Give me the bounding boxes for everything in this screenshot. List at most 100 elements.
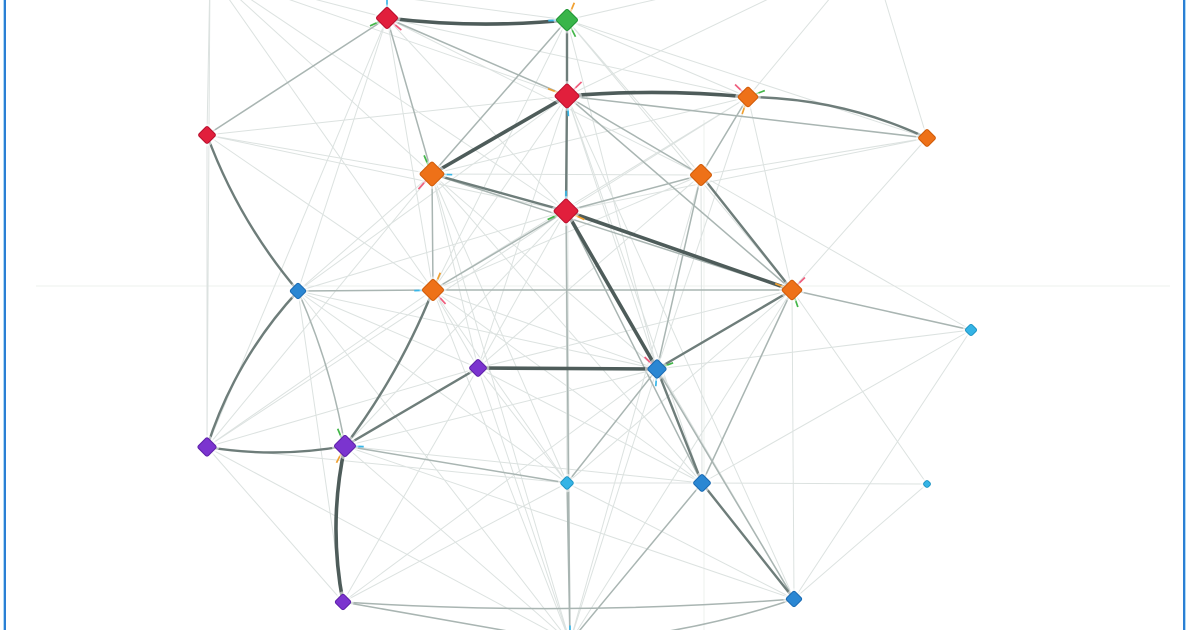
edge-wc-ci: [297, 17, 388, 292]
edge-ng-it: [566, 289, 793, 484]
edge-cc-ng: [566, 19, 793, 291]
edge-psi-bh: [565, 210, 571, 630]
edge-up-ci: [205, 133, 300, 293]
edge-ng-ue: [655, 288, 794, 371]
edge-ue-dft: [342, 368, 658, 603]
edge-eps-wc: [315, 0, 388, 19]
edge-it-dft: [342, 482, 568, 603]
edge-psi-ng: [564, 209, 794, 292]
edge-cy-bh: [344, 445, 557, 630]
edge-ci-cy: [297, 290, 346, 447]
edge-rg-ue: [656, 174, 702, 370]
edge-sc-it: [431, 173, 568, 484]
edge-eps-mig: [289, 0, 568, 97]
edge-cib-ta: [206, 289, 434, 448]
edge-ng-rg: [699, 173, 794, 292]
edge-cib-dft: [206, 446, 344, 603]
edge-sid-mig: [566, 0, 768, 97]
edge-ng-fc: [701, 289, 793, 484]
edge-ic-sc: [431, 96, 749, 175]
edge-cy-at: [343, 366, 480, 448]
edge-wc-ta: [386, 17, 434, 291]
edge-up-sc: [206, 134, 433, 175]
edge-sid-wmd: [884, 0, 928, 139]
edge-wmd-rg: [700, 137, 928, 176]
edge-psi-ta: [432, 210, 567, 291]
edge-cib-cy: [205, 444, 347, 454]
edge-eps-up: [206, 0, 210, 136]
edge-ta-ue: [432, 289, 658, 370]
edge-fc-bh: [578, 482, 703, 630]
edge-ab-bh: [670, 598, 795, 630]
edge-dft-ab: [342, 598, 795, 610]
edge-it-ab: [566, 482, 795, 600]
edge-mig-ic: [565, 90, 750, 99]
edge-sid-ic: [747, 0, 830, 98]
edge-wc-cc: [385, 16, 569, 26]
edge-ui-ue: [656, 329, 972, 370]
edge-ci-ta: [297, 289, 434, 292]
edge-ng-ui: [791, 289, 972, 331]
edge-cy-psi: [344, 210, 567, 447]
edge-ue-it: [566, 368, 658, 484]
edge-mig-at: [477, 95, 568, 369]
edge-sc-ta: [431, 173, 434, 291]
edge-psi-fc: [565, 210, 703, 484]
edge-mig-up: [206, 95, 568, 136]
edge-rg-ta: [432, 174, 702, 291]
edge-ic-ng: [747, 96, 793, 291]
edge-cc-ta: [432, 19, 568, 291]
edge-ue-bh: [573, 368, 658, 630]
edge-ci-it: [297, 290, 568, 484]
edge-wc-psi: [386, 17, 567, 212]
edge-wc-mig: [386, 17, 568, 97]
edge-mig-ab: [566, 95, 795, 600]
edge-ui-ab: [793, 329, 972, 600]
edge-rg-ic: [700, 96, 749, 176]
edge-sc-cc: [431, 19, 568, 175]
edge-at-fc: [477, 367, 703, 484]
edge-rg-ui: [700, 174, 972, 331]
edge-cc-ic: [566, 19, 749, 98]
edge-rg-at: [477, 174, 702, 369]
edge-cc-wmd: [566, 19, 928, 139]
edge-cib-ci: [205, 289, 300, 449]
edge-cib-bh: [206, 446, 549, 630]
edge-wmd-ng: [791, 137, 928, 291]
frame-border-left: [3, 0, 6, 630]
edge-df-ab: [793, 483, 928, 600]
edge-sid-cc: [566, 0, 656, 21]
edge-eps-sc: [240, 0, 433, 175]
edge-at-it: [477, 367, 568, 484]
edge-cy-ue: [344, 368, 658, 447]
edge-dft-bh: [342, 601, 507, 630]
edge-sc-ci: [297, 173, 433, 292]
edge-ng-bh: [576, 289, 793, 630]
edge-ue-fc: [655, 367, 704, 485]
edge-at-bh: [477, 367, 567, 630]
edge-wmd-psi: [565, 137, 928, 212]
edge-wc-up: [206, 17, 388, 136]
edge-cy-ta: [343, 288, 435, 448]
edge-eps-psi: [250, 0, 567, 212]
edge-ng-df: [791, 289, 928, 485]
edge-mig-rg: [566, 95, 702, 176]
edge-cy-fc: [344, 445, 703, 484]
edge-up-ta: [206, 134, 434, 291]
edge-sc-psi: [430, 172, 568, 213]
edge-fc-ab: [700, 481, 796, 601]
edge-eps-ta: [229, 0, 434, 291]
edge-eps-cc: [414, 0, 568, 21]
edge-ta-bh: [432, 289, 566, 630]
edge-mig-wmd: [566, 95, 928, 139]
edge-ic-wmd: [746, 95, 929, 140]
edge-cy-it: [344, 445, 568, 484]
edge-psi-rg: [565, 174, 702, 212]
edge-ic-ta: [432, 96, 749, 291]
edge-cy-dft: [334, 444, 347, 604]
edge-sc-ue: [431, 173, 658, 370]
edge-ue-ab: [656, 368, 795, 600]
edge-wc-rg: [386, 17, 702, 176]
